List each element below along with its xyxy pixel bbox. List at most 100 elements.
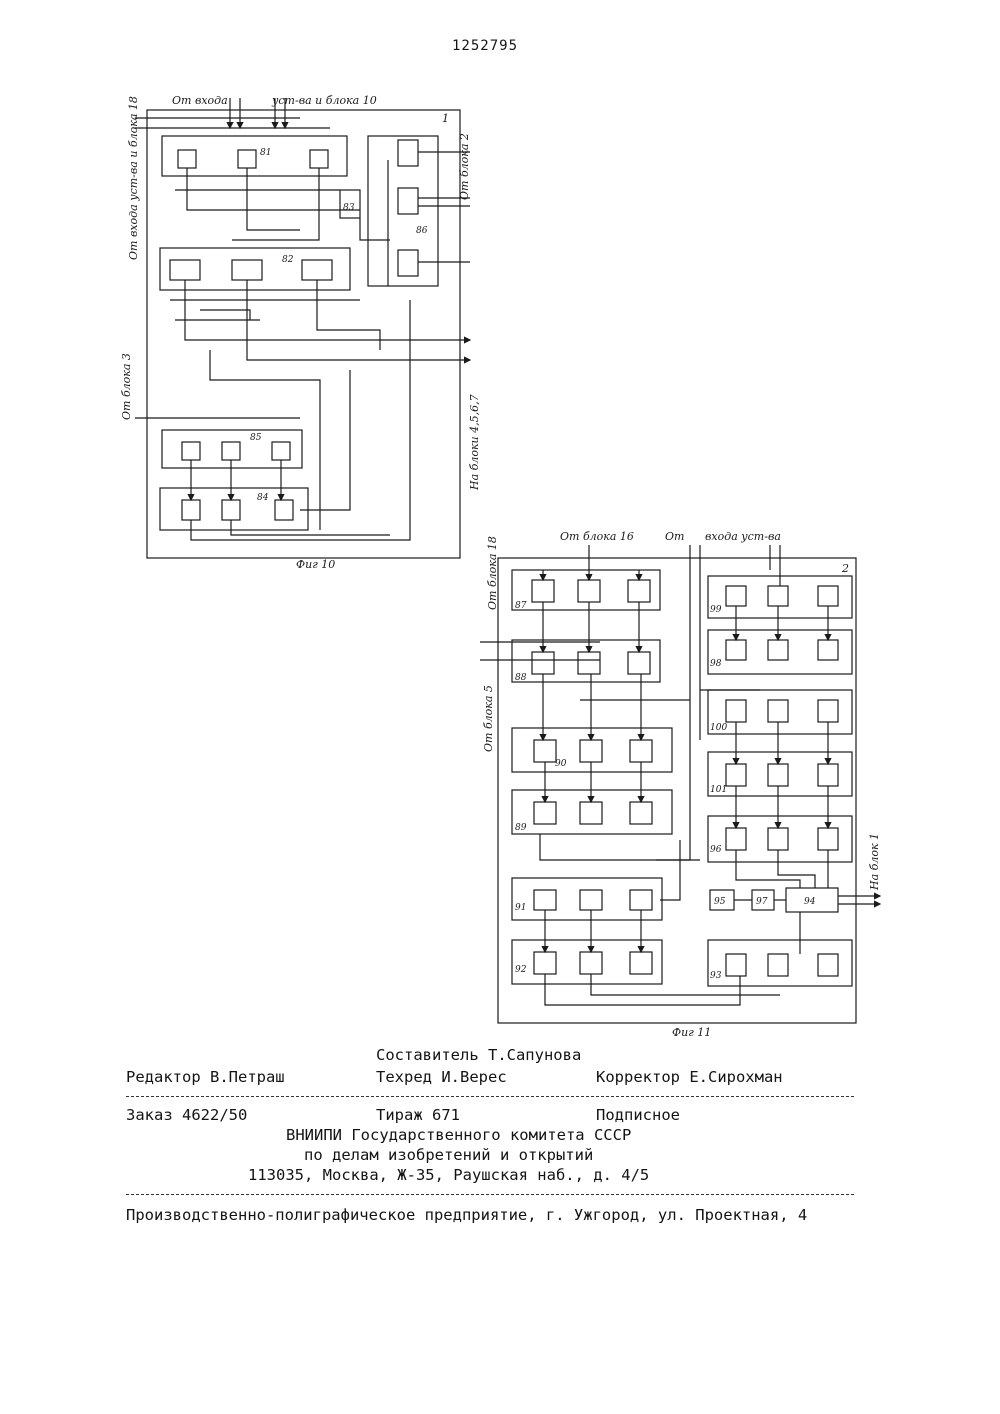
- org-line-2: по делам изобретений и открытий: [304, 1146, 593, 1164]
- fig11-cell: [580, 952, 602, 974]
- fig10-cell: [170, 260, 200, 280]
- fig10-block-number: 1: [442, 112, 449, 125]
- fig11-cell: [768, 828, 788, 850]
- fig10-group-82-frame: [160, 248, 350, 290]
- fig10-cell: [238, 150, 256, 168]
- fig11-cell: [534, 952, 556, 974]
- fig11-node-89: 89: [515, 823, 527, 833]
- fig11-cell: [628, 580, 650, 602]
- fig11-node-95: 95: [714, 897, 726, 907]
- fig11-cell: [628, 652, 650, 674]
- fig11-cell: [726, 828, 746, 850]
- fig10-node-84: 84: [257, 493, 269, 503]
- compiler: Составитель Т.Сапунова: [376, 1046, 581, 1064]
- fig11-cell: [580, 740, 602, 762]
- fig11-node-87: 87: [515, 601, 527, 611]
- fig10-cell: [275, 500, 293, 520]
- fig11-group-98-frame: [708, 630, 852, 674]
- fig11-cell: [534, 740, 556, 762]
- fig11-group-88-frame: [512, 640, 660, 682]
- fig10-cell: [310, 150, 328, 168]
- fig11-node-88: 88: [515, 673, 527, 683]
- fig11-cell: [534, 890, 556, 910]
- divider: [126, 1194, 854, 1195]
- fig11-cell: [726, 764, 746, 786]
- address: 113035, Москва, Ж-35, Раушская наб., д. …: [248, 1166, 649, 1184]
- fig10-cell: [398, 188, 418, 214]
- fig11-node-91: 91: [515, 903, 526, 913]
- divider: [126, 1096, 854, 1097]
- fig10-node-83: 83: [343, 203, 355, 213]
- fig11-cell: [534, 802, 556, 824]
- fig10-cell: [232, 260, 262, 280]
- fig11-cell: [630, 740, 652, 762]
- fig11-node-101: 101: [710, 785, 727, 795]
- fig11-node-100: 100: [710, 723, 727, 733]
- figure-11-schematic: [480, 545, 880, 1023]
- fig11-cell: [818, 828, 838, 850]
- org-line-1: ВНИИПИ Государственного комитета СССР: [286, 1126, 631, 1144]
- fig10-cell: [178, 150, 196, 168]
- fig10-right-input-label: От блока 2: [458, 133, 471, 200]
- fig11-node-90: 90: [555, 759, 567, 769]
- fig11-node-93: 93: [710, 971, 722, 981]
- fig11-node-96: 96: [710, 845, 722, 855]
- fig11-block-number: 2: [841, 562, 849, 575]
- fig11-cell: [768, 954, 788, 976]
- fig11-cell: [532, 652, 554, 674]
- fig11-top-input1-label: От блока 16: [560, 530, 634, 543]
- fig10-left-input-label: От входа уст-ва и блока 18: [127, 96, 140, 260]
- corrector: Корректор Е.Сирохман: [596, 1068, 783, 1086]
- fig11-node-98: 98: [710, 659, 722, 669]
- fig11-cell: [768, 700, 788, 722]
- fig11-top-input3-label: входа уст-ва: [705, 530, 781, 543]
- printer: Производственно-полиграфическое предприя…: [126, 1206, 807, 1224]
- fig10-cell: [222, 500, 240, 520]
- fig11-cell: [630, 802, 652, 824]
- fig11-left-input2-label: От блока 5: [482, 685, 495, 752]
- fig11-cell: [818, 700, 838, 722]
- fig11-cell: [818, 640, 838, 660]
- fig11-group-93-frame: [708, 940, 852, 986]
- fig11-cell: [726, 954, 746, 976]
- fig10-node-85: 85: [250, 433, 262, 443]
- fig11-cell: [768, 586, 788, 606]
- fig11-cell: [578, 580, 600, 602]
- fig11-group-100-frame: [708, 690, 852, 734]
- fig10-cell: [398, 250, 418, 276]
- fig10-cell: [182, 442, 200, 460]
- fig10-node-81: 81: [260, 148, 271, 158]
- fig11-group-89-frame: [512, 790, 672, 834]
- fig10-cell: [398, 140, 418, 166]
- fig11-cell: [580, 890, 602, 910]
- fig11-cell: [818, 586, 838, 606]
- fig10-right-output-label: На блоки 4,5,6,7: [468, 394, 481, 491]
- fig11-cell: [726, 586, 746, 606]
- fig11-top-input2-label: От: [665, 530, 684, 543]
- techred: Техред И.Верес: [376, 1068, 507, 1086]
- fig11-cell: [768, 764, 788, 786]
- fig10-left-input2-label: От блока 3: [120, 353, 133, 420]
- fig10-cell: [222, 442, 240, 460]
- fig10-group-86-frame: [368, 136, 438, 286]
- fig11-node-99: 99: [710, 605, 722, 615]
- fig11-group-90-frame: [512, 728, 672, 772]
- circulation: Тираж 671: [376, 1106, 460, 1124]
- fig11-cell: [578, 652, 600, 674]
- fig10-cell: [182, 500, 200, 520]
- fig11-caption: Фиг 11: [672, 1026, 711, 1039]
- fig10-outer-frame: [147, 110, 460, 558]
- fig11-cell: [818, 954, 838, 976]
- figure-10-schematic: [135, 98, 470, 558]
- fig11-cell: [726, 640, 746, 660]
- fig11-cell: [768, 640, 788, 660]
- fig10-node-82: 82: [282, 255, 294, 265]
- subscription: Подписное: [596, 1106, 680, 1124]
- fig10-cell: [302, 260, 332, 280]
- editor: Редактор В.Петраш: [126, 1068, 285, 1086]
- fig11-cell: [630, 890, 652, 910]
- fig10-caption: Фиг 10: [296, 558, 335, 571]
- fig11-cell: [726, 700, 746, 722]
- fig11-cell: [532, 580, 554, 602]
